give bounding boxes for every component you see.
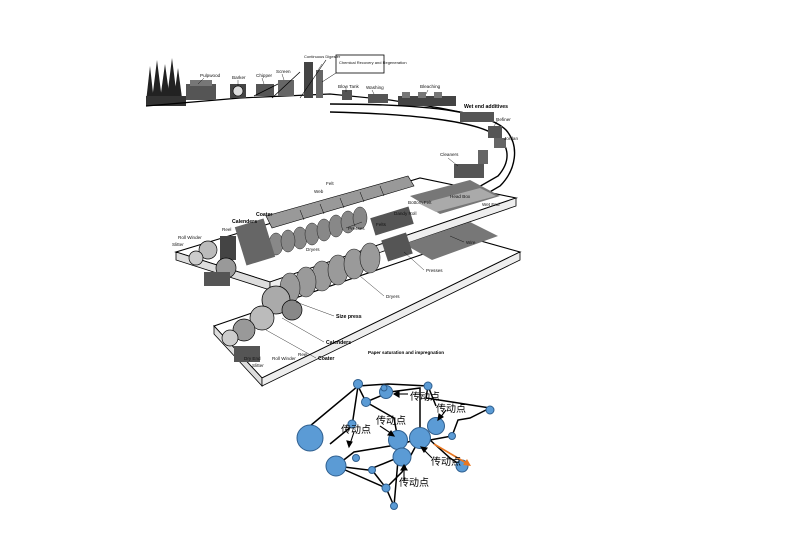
label-calenders-bottom: Calenders [326, 340, 351, 346]
label-dandy-roll: Dandy Roll [394, 211, 416, 216]
label-washing: Washing [366, 85, 384, 90]
label-refiner: Refiner [496, 117, 511, 122]
roller-bottom-1 [381, 483, 391, 493]
continuous-digester [299, 59, 327, 99]
label-felt: Felt [326, 181, 334, 186]
label-barker: Barker [232, 75, 246, 80]
label-wet-end-additives: Wet end additives [464, 104, 508, 110]
roller-lower-mid [352, 454, 360, 462]
pulpwood-pile [186, 80, 216, 100]
roller-schematic: 传动点 传动点 传动点 传动点 传动点 传动点 [296, 379, 495, 510]
label-bleaching: Bleaching [420, 84, 441, 89]
label-blow-tank: Blow Tank [338, 84, 360, 89]
roller-lower-left-large [325, 455, 347, 477]
roller-drive-right [427, 417, 445, 435]
roller-right-end [485, 405, 495, 415]
roller-drive-bottom [392, 447, 412, 467]
label-drive-point-6: 传动点 [399, 477, 429, 489]
label-coater-top: Coater [256, 212, 272, 218]
arrow-left-icon [392, 390, 400, 398]
screen-machine [271, 71, 301, 99]
barker-machine [230, 84, 246, 98]
label-paper-saturation: Paper saturation and impregnation [368, 350, 444, 355]
label-pulpwood: Pulpwood [200, 73, 221, 78]
cleaners-machine [454, 150, 488, 178]
label-drive-point-5: 传动点 [431, 456, 461, 468]
label-drive-point-3: 传动点 [376, 415, 406, 427]
roller-top-left-2 [380, 384, 388, 392]
paper-mill-illustration: Pulpwood Barker Chipper Screen Continuou… [145, 54, 522, 388]
arrow-down-right-icon [387, 430, 396, 437]
label-bottom-felt: Bottom Felt [408, 200, 432, 205]
pipe-rack [460, 112, 494, 122]
refiner-machine [488, 126, 506, 148]
label-reel-bottom: Reel [298, 352, 307, 357]
bleaching-units [398, 92, 456, 106]
label-drive-point-1: 传动点 [410, 391, 440, 403]
roller-mid-left [347, 419, 357, 429]
chemical-recovery-box [321, 54, 385, 83]
label-calenders-top: Calenders [232, 219, 257, 225]
label-wet-end: Wet End [482, 202, 500, 207]
label-roll-winder-top: Roll Winder [178, 235, 202, 240]
label-cleaners: Cleaners [440, 152, 459, 157]
label-screen: Screen [276, 69, 291, 74]
arrow-up-icon [400, 463, 408, 471]
label-dry-end: Dry End [244, 356, 261, 361]
label-drive-point-2: 传动点 [436, 403, 466, 415]
label-jordan: Jordan [504, 136, 518, 141]
label-size-press: Size press [336, 314, 362, 320]
arrow-down-icon [346, 440, 353, 449]
roller-top-left [353, 379, 363, 389]
label-felts: Felts [376, 222, 387, 227]
label-chemical-recovery: Chemical Recovery and Regeneration [339, 60, 407, 65]
label-continuous-digester: Continuous Digester [304, 54, 341, 59]
roller-lower-small [368, 466, 376, 474]
label-reel-top: Reel [222, 227, 231, 232]
roller-right-small [448, 432, 456, 440]
label-web: Web [314, 189, 324, 194]
label-roll-winder-bottom: Roll Winder [272, 356, 296, 361]
label-drive-point-4: 传动点 [341, 424, 371, 436]
label-dryers-top: Dryers [306, 247, 320, 252]
blow-tank [342, 90, 352, 100]
orange-arrow-icon [433, 443, 471, 466]
washing-units [368, 94, 388, 103]
label-head-box: Head Box [450, 194, 471, 199]
label-dryers-bottom: Dryers [386, 294, 400, 299]
chipper-machine [253, 83, 279, 97]
roller-drive-center-right [409, 427, 431, 449]
label-wire: Wire [466, 240, 476, 245]
label-chipper: Chipper [256, 73, 273, 78]
lower-paper-machine [213, 222, 522, 388]
label-coater-bottom: Coater [318, 356, 334, 362]
forest-icon [146, 58, 186, 106]
label-presses-bottom: Presses [426, 268, 443, 273]
arrow-down-left-icon [437, 413, 444, 422]
roller-bottom-2 [390, 502, 398, 510]
roller-top-mid-1 [361, 397, 371, 407]
label-presses-top: Presses [348, 226, 365, 231]
label-slitter-top: Slitter [172, 242, 184, 247]
arrow-up-left-icon [419, 446, 428, 453]
label-slitter-bottom: Slitter [252, 363, 264, 368]
roller-top-right [423, 381, 433, 391]
roller-large-left [296, 424, 324, 452]
